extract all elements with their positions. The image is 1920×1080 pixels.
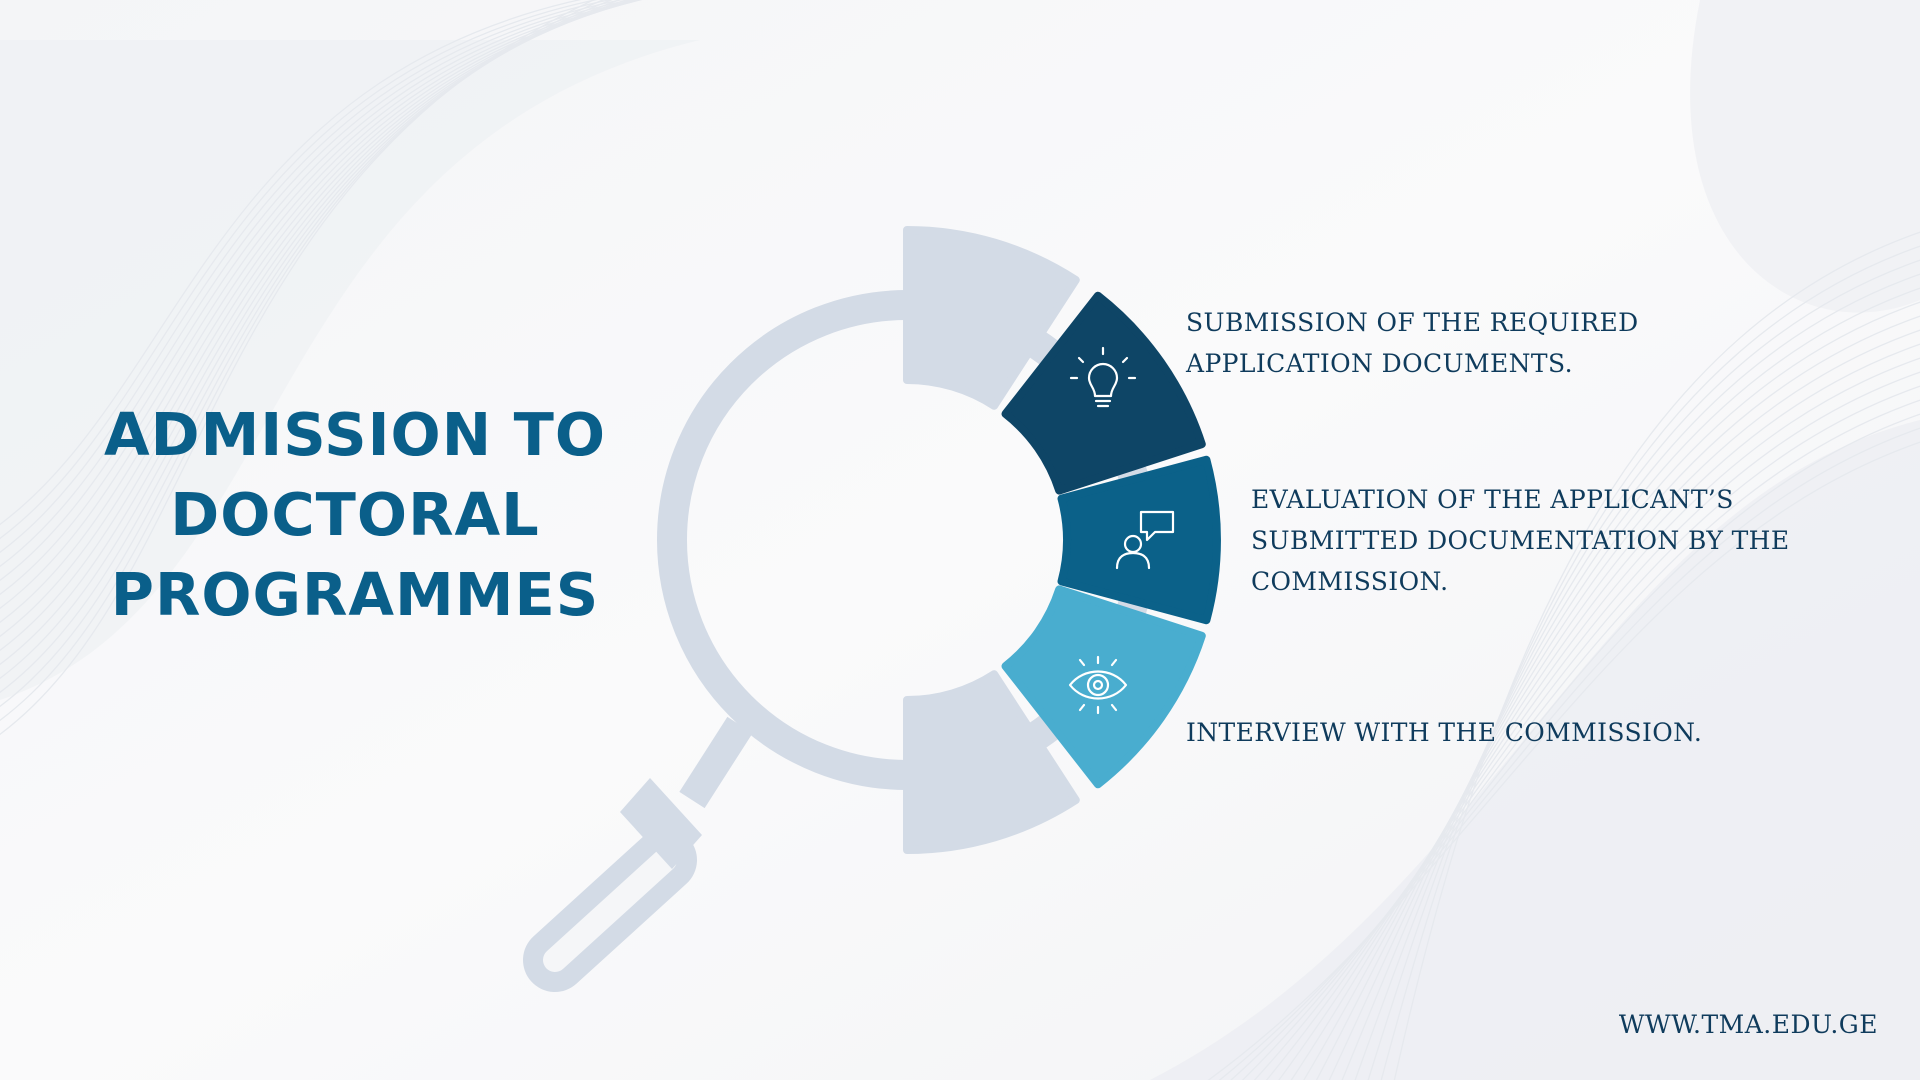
background-wave-line (0, 0, 644, 624)
step-1-segment (1001, 291, 1206, 495)
step-3-line-1: INTERVIEW WITH THE COMMISSION. (1186, 718, 1703, 747)
title-line-2: DOCTORAL (170, 480, 540, 549)
title-line-3: PROGRAMMES (110, 560, 600, 629)
background-wave-line (1393, 231, 1920, 1080)
background-wave-line (1354, 273, 1920, 1080)
background-wave-line (1253, 385, 1920, 1080)
background-wave-line (1265, 371, 1920, 1080)
step-3-text: INTERVIEW WITH THE COMMISSION. (1186, 712, 1702, 753)
background-wave-line (0, 0, 624, 568)
background-wave-line (0, 0, 629, 680)
step-1-line-2: APPLICATION DOCUMENTS. (1186, 349, 1573, 378)
title-line-1: ADMISSION TO (103, 400, 607, 469)
background-wave-line (0, 0, 613, 554)
background-wave-line (1303, 329, 1920, 1080)
ring-segments (903, 226, 1221, 854)
person-speech-bubble-icon (1115, 510, 1175, 570)
eye-icon (1068, 655, 1128, 715)
background-wave-line (0, 0, 643, 638)
background-wave-line (1290, 343, 1920, 1080)
background-wave-line (1341, 287, 1920, 1080)
magnifier-handle (523, 716, 753, 992)
background-wave-line (1315, 315, 1920, 1080)
step-2-line-3: COMMISSION. (1251, 567, 1449, 596)
background-wave-line (0, 0, 639, 596)
step-2-text: EVALUATION OF THE APPLICANT’S SUBMITTED … (1251, 479, 1790, 602)
ring-segment-bottom (903, 670, 1080, 854)
step-3-segment (1001, 585, 1206, 789)
background-wave-line (1207, 441, 1920, 1080)
background-wave-line (0, 0, 635, 666)
ring-segment-top (903, 226, 1080, 410)
step-2-line-2: SUBMITTED DOCUMENTATION BY THE (1251, 526, 1790, 555)
background-wave-line (1241, 399, 1920, 1080)
background-wave-line (1367, 259, 1920, 1080)
website-link[interactable]: WWW.TMA.EDU.GE (1618, 1010, 1878, 1039)
page-title: ADMISSION TO DOCTORAL PROGRAMMES (70, 395, 640, 635)
lightbulb-icon (1069, 346, 1137, 408)
background-wave-line (0, 0, 599, 540)
background-wave-line (1230, 413, 1920, 1080)
background-wave-line (0, 0, 633, 582)
background-wave-line (1380, 245, 1920, 1080)
background-wave-line (1218, 427, 1920, 1080)
background-wave-line (0, 0, 639, 652)
background-wave-line (0, 0, 643, 610)
background-wave-line (1328, 301, 1920, 1080)
step-1-text: SUBMISSION OF THE REQUIRED APPLICATION D… (1186, 302, 1639, 384)
background-wave-line (1278, 357, 1920, 1080)
step-1-line-1: SUBMISSION OF THE REQUIRED (1186, 308, 1639, 337)
step-2-line-1: EVALUATION OF THE APPLICANT’S (1251, 485, 1734, 514)
background-wave-line (0, 0, 582, 526)
